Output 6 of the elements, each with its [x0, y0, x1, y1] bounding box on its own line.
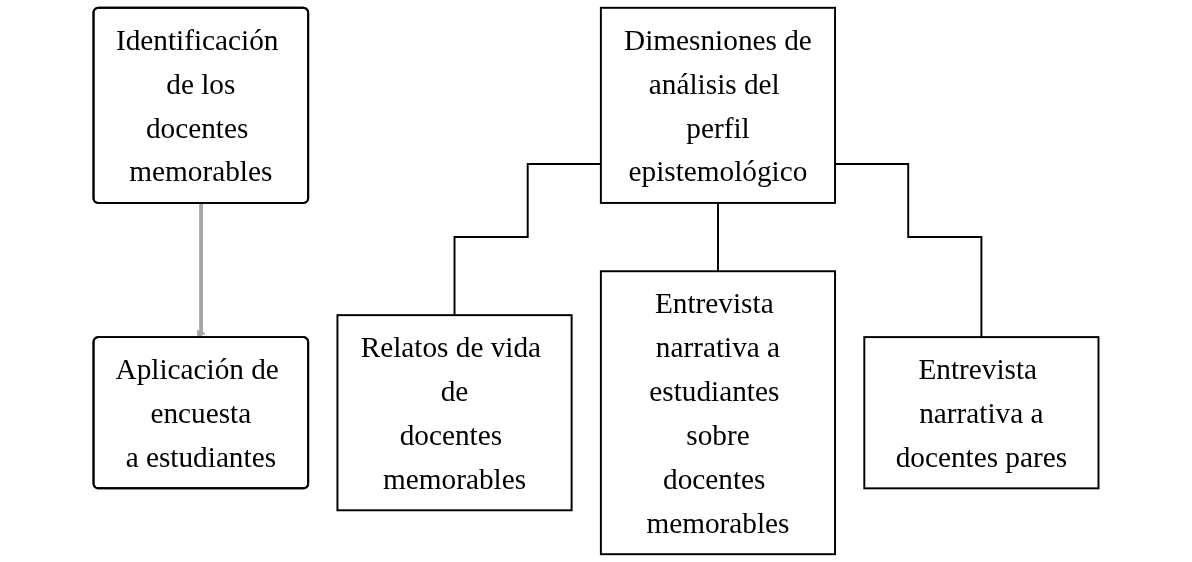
node-box: Entrevista narrativa a estudiantes sobre docentes memorables — [599, 270, 837, 556]
arrow — [197, 201, 206, 338]
node-box: Dimesniones de análisis del perfil epistemológico — [599, 6, 837, 204]
node-box: Relatos de vida de docentes memorables — [336, 314, 573, 512]
node-box: Entrevista narrativa a docentes pares — [863, 336, 1100, 490]
connector — [717, 201, 719, 273]
